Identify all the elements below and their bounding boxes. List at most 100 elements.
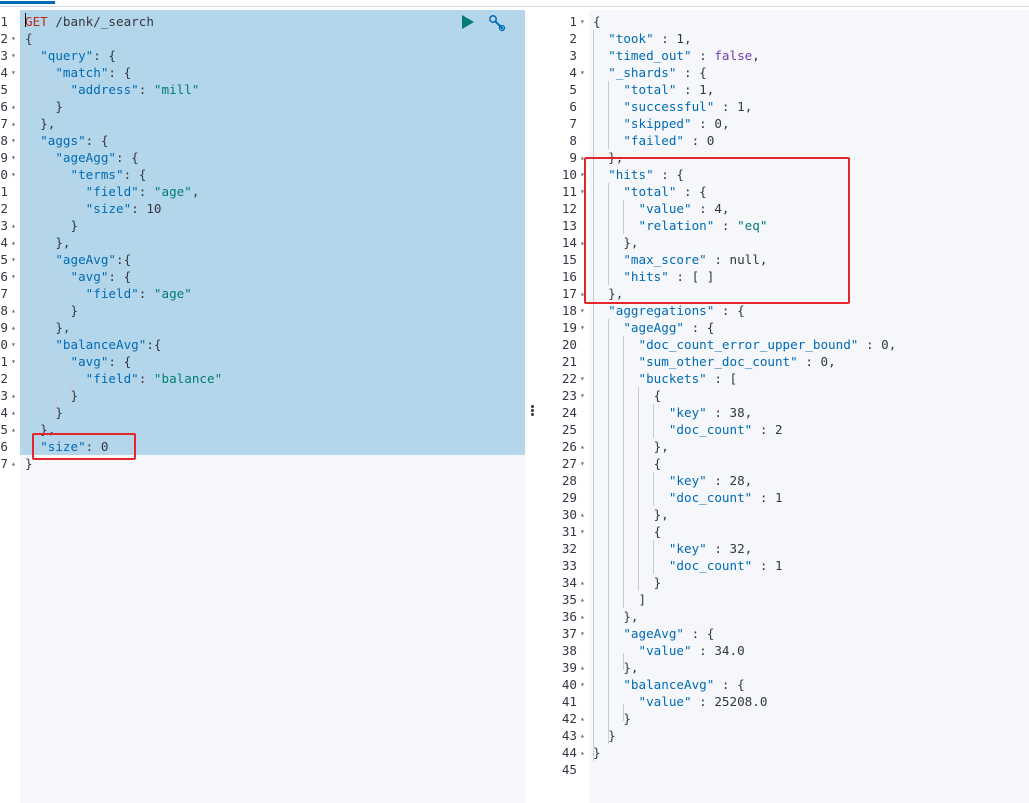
fold-close-icon[interactable]: ▴ [580,714,585,723]
fold-close-icon[interactable]: ▴ [580,578,585,587]
code-token: } [25,456,33,471]
code-token [25,48,40,63]
fold-open-icon[interactable]: ▾ [580,459,585,468]
code-text: } [25,404,63,421]
code-token: : [691,201,715,216]
line-number: 41 [561,694,577,709]
line-number: 9 [0,150,8,165]
play-icon[interactable] [462,15,474,29]
code-token: } [25,218,79,233]
fold-open-icon[interactable]: ▾ [11,136,16,145]
code-token: : { [676,65,707,80]
code-token [593,31,608,46]
fold-close-icon[interactable]: ▴ [580,595,585,604]
fold-close-icon[interactable]: ▴ [580,510,585,519]
fold-close-icon[interactable]: ▴ [11,323,16,332]
fold-close-icon[interactable]: ▴ [11,425,16,434]
code-token: "age" [153,184,192,199]
code-token: 2 [774,422,783,437]
fold-close-icon[interactable]: ▴ [11,238,16,247]
response-viewer: 1▾{2 "took" : 1,3 "timed_out" : false,4▾… [540,10,1029,803]
fold-open-icon[interactable]: ▾ [11,272,16,281]
code-token: : { [714,677,745,692]
indent-guide [70,285,71,302]
wrench-icon[interactable] [488,14,506,32]
code-line: 5▾ "ageAvg":{ [0,251,525,268]
fold-open-icon[interactable]: ▾ [580,374,585,383]
fold-open-icon[interactable]: ▾ [11,255,16,264]
fold-open-icon[interactable]: ▾ [580,629,585,638]
fold-close-icon[interactable]: ▴ [11,221,16,230]
code-text: { [593,523,662,540]
code-token [593,541,669,556]
fold-close-icon[interactable]: ▴ [11,102,16,111]
fold-open-icon[interactable]: ▾ [580,323,585,332]
fold-close-icon[interactable]: ▴ [580,612,585,621]
fold-open-icon[interactable]: ▾ [11,34,16,43]
code-text: } [593,574,662,591]
fold-open-icon[interactable]: ▾ [580,68,585,77]
fold-open-icon[interactable]: ▾ [11,357,16,366]
pane-resize-handle[interactable] [529,404,535,420]
code-text: "value" : 4, [593,200,730,217]
fold-open-icon[interactable]: ▾ [580,187,585,196]
fold-close-icon[interactable]: ▴ [11,408,16,417]
code-token [593,48,608,63]
fold-open-icon[interactable]: ▾ [11,68,16,77]
code-text: "terms": { [25,166,147,183]
line-number: 27 [561,456,577,471]
code-token: :{ [116,252,132,267]
code-text: { [593,455,662,472]
code-text: "buckets" : [ [593,370,738,387]
code-token: "doc_count" [668,422,753,437]
code-token: : [131,201,147,216]
indent-guide [623,653,624,670]
line-number: 6 [569,99,577,114]
fold-close-icon[interactable]: ▴ [11,119,16,128]
code-text: "balanceAvg" : { [593,676,745,693]
code-text: }, [593,438,669,455]
line-number: 22 [561,371,577,386]
code-token: : [138,286,154,301]
fold-open-icon[interactable]: ▾ [580,391,585,400]
fold-close-icon[interactable]: ▴ [11,391,16,400]
fold-close-icon[interactable]: ▴ [11,459,16,468]
fold-close-icon[interactable]: ▴ [580,442,585,451]
line-number: 3 [569,48,577,63]
fold-open-icon[interactable]: ▾ [11,153,16,162]
line-number: 24 [561,405,577,420]
line-number: 20 [561,337,577,352]
code-text: ] [593,591,646,608]
line-number: 7 [0,116,8,131]
fold-close-icon[interactable]: ▴ [580,663,585,672]
code-token: }, [25,116,56,131]
fold-open-icon[interactable]: ▾ [11,51,16,60]
code-text: }, [593,659,638,676]
code-token [593,167,608,182]
fold-open-icon[interactable]: ▾ [580,680,585,689]
fold-close-icon[interactable]: ▴ [580,748,585,757]
fold-close-icon[interactable]: ▴ [580,731,585,740]
indent-guide [623,200,624,234]
fold-open-icon[interactable]: ▾ [580,17,585,26]
line-number: 4 [0,405,8,420]
code-line: 7▴} [0,455,525,472]
fold-open-icon[interactable]: ▾ [11,170,16,179]
code-text: "skipped" : 0, [593,115,729,132]
code-text: "key" : 38, [593,404,752,421]
code-token: "size" [85,201,132,216]
fold-open-icon[interactable]: ▾ [11,340,16,349]
fold-open-icon[interactable]: ▾ [580,306,585,315]
fold-close-icon[interactable]: ▴ [580,238,585,247]
code-token: "hits" [608,167,654,182]
fold-open-icon[interactable]: ▾ [580,170,585,179]
code-token: : [706,405,730,420]
code-token: "field" [85,184,139,199]
line-number: 1 [0,14,8,29]
fold-close-icon[interactable]: ▴ [11,306,16,315]
fold-open-icon[interactable]: ▾ [580,527,585,536]
code-line: 6▾ "avg": { [0,268,525,285]
fold-close-icon[interactable]: ▴ [580,289,585,298]
fold-close-icon[interactable]: ▴ [580,153,585,162]
